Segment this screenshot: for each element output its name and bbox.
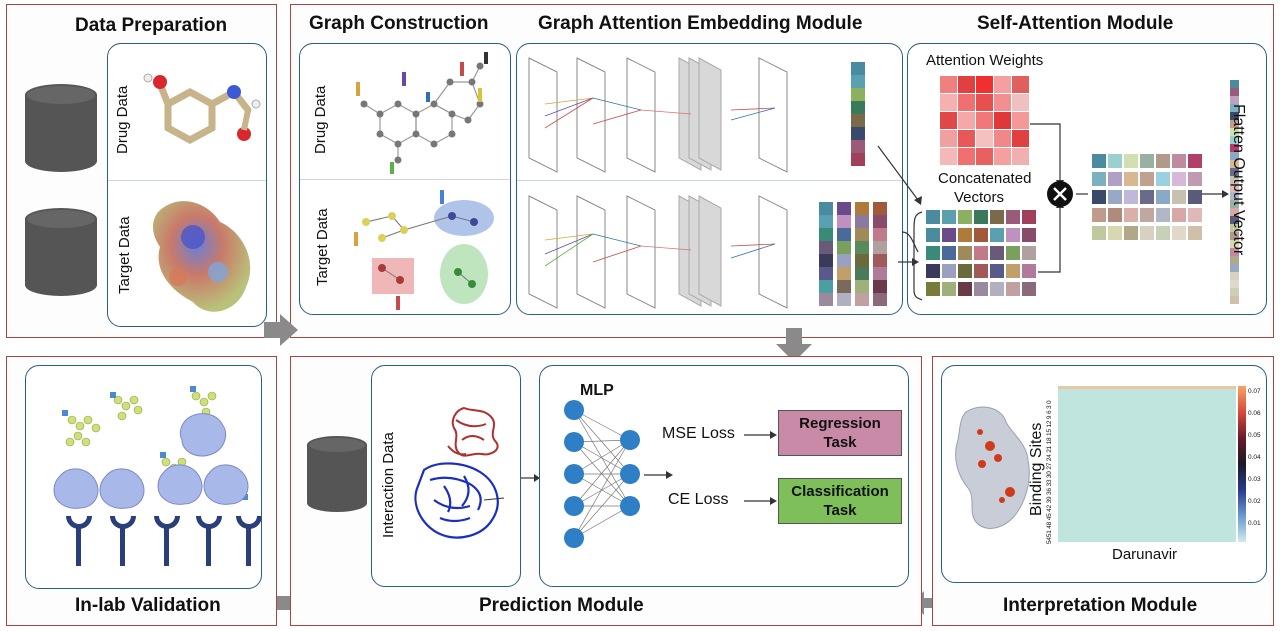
gat-drug-layers (528, 57, 788, 173)
mlp-input-node (564, 464, 584, 484)
colorbar (1238, 386, 1246, 542)
self-attention-title: Self-Attention Module (977, 13, 1174, 34)
classification-task-line2: Task (823, 502, 857, 519)
interaction-database-icon (307, 436, 367, 512)
representation-panel: Graph Construction Graph Attention Embed… (290, 4, 1274, 338)
colorbar-tick: 0.03 (1248, 476, 1261, 483)
gat-module-title: Graph Attention Embedding Module (538, 13, 863, 34)
loss-to-task-arrows (744, 431, 777, 505)
in-lab-validation-panel: In-lab Validation (6, 356, 277, 626)
target-protein-image (153, 201, 251, 312)
heatmap-area (1058, 386, 1236, 542)
mlp-to-loss-arrow (644, 471, 673, 479)
regression-task-line2: Task (823, 434, 857, 451)
mse-loss-label: MSE Loss (662, 425, 735, 442)
in-lab-validation-title: In-lab Validation (75, 595, 221, 616)
mlp-input-node (564, 528, 584, 548)
colorbar-tick: 0.01 (1248, 520, 1261, 527)
classification-task-box: Classification Task (778, 478, 902, 524)
mlp-output-node (620, 430, 640, 450)
mlp-network (564, 400, 640, 548)
darunavir-label: Darunavir (1112, 546, 1178, 563)
colorbar-tick: 0.06 (1248, 410, 1261, 417)
gat-target-layers (528, 195, 788, 309)
attention-weights-label: Attention Weights (926, 52, 1044, 69)
concatenated-vectors-matrix (926, 210, 1036, 296)
drug-embedding-vector (851, 62, 865, 166)
graph-construction-title: Graph Construction (309, 13, 489, 34)
binding-protein-image (955, 406, 1030, 529)
interpretation-module-title: Interpretation Module (1003, 595, 1198, 616)
binding-sites-label: Binding Sites (1028, 422, 1045, 516)
flatten-output-vector (1230, 80, 1239, 304)
ce-loss-label: CE Loss (668, 491, 729, 508)
drug-molecule-image (143, 73, 261, 144)
drug-database-icon (25, 84, 97, 172)
colorbar-tick: 0.02 (1248, 498, 1261, 505)
interaction-data-box: Interaction Data (371, 365, 521, 587)
arrow-prep-to-graph (264, 314, 298, 346)
mlp-input-node (564, 432, 584, 452)
arrow-top-to-prediction (776, 328, 812, 362)
mlp-output-node (620, 496, 640, 516)
interaction-structure-image (414, 406, 505, 539)
assay-illustration (53, 386, 261, 566)
colorbar-tick: 0.07 (1248, 388, 1261, 395)
attention-weights-matrix (940, 76, 1029, 165)
target-database-icon (25, 208, 97, 296)
mlp-label: MLP (580, 382, 614, 399)
graph-construction-box: Drug Data Target Data (299, 43, 511, 315)
self-attention-box: Attention Weights Concatenated Vectors (907, 43, 1267, 315)
interaction-data-label: Interaction Data (380, 432, 397, 538)
colorbar-tick: 0.04 (1248, 454, 1261, 461)
row-tick-labels: 5451 48 45 42 39 36 33 30 27 24 21 18 15… (1046, 400, 1053, 544)
target-embedding-matrix (819, 202, 887, 306)
concatenated-label-1: Concatenated (938, 170, 1032, 187)
data-preparation-panel: Data Preparation Drug Data Target Data (6, 4, 277, 338)
data-preparation-title: Data Preparation (75, 15, 228, 36)
mlp-input-node (564, 400, 584, 420)
data-preparation-inner-box: Drug Data Target Data (107, 43, 267, 327)
interpretation-inner-box: Binding Sites 5451 48 45 42 39 36 33 30 … (941, 365, 1267, 583)
regression-task-line1: Regression (799, 415, 881, 432)
gat-module-box (516, 43, 903, 315)
mlp-output-node (620, 464, 640, 484)
weighted-output-matrix (1092, 154, 1202, 240)
attention-flow-arrows (1030, 123, 1229, 273)
mlp-input-node (564, 496, 584, 516)
regression-task-box: Regression Task (778, 410, 902, 456)
interpretation-panel: Binding Sites 5451 48 45 42 39 36 33 30 … (932, 356, 1274, 626)
target-graph-image (354, 190, 494, 310)
in-lab-inner-box (25, 365, 262, 589)
prediction-module-title: Prediction Module (479, 595, 644, 616)
concatenated-label-2: Vectors (954, 189, 1005, 206)
interaction-to-mlp-arrow (521, 474, 540, 482)
mlp-box: MLP MSE Loss CE Loss (539, 365, 909, 587)
drug-graph-image (356, 52, 488, 174)
colorbar-tick: 0.05 (1248, 432, 1261, 439)
classification-task-line1: Classification (791, 483, 889, 500)
prediction-panel: Interaction Data MLP (290, 356, 922, 626)
